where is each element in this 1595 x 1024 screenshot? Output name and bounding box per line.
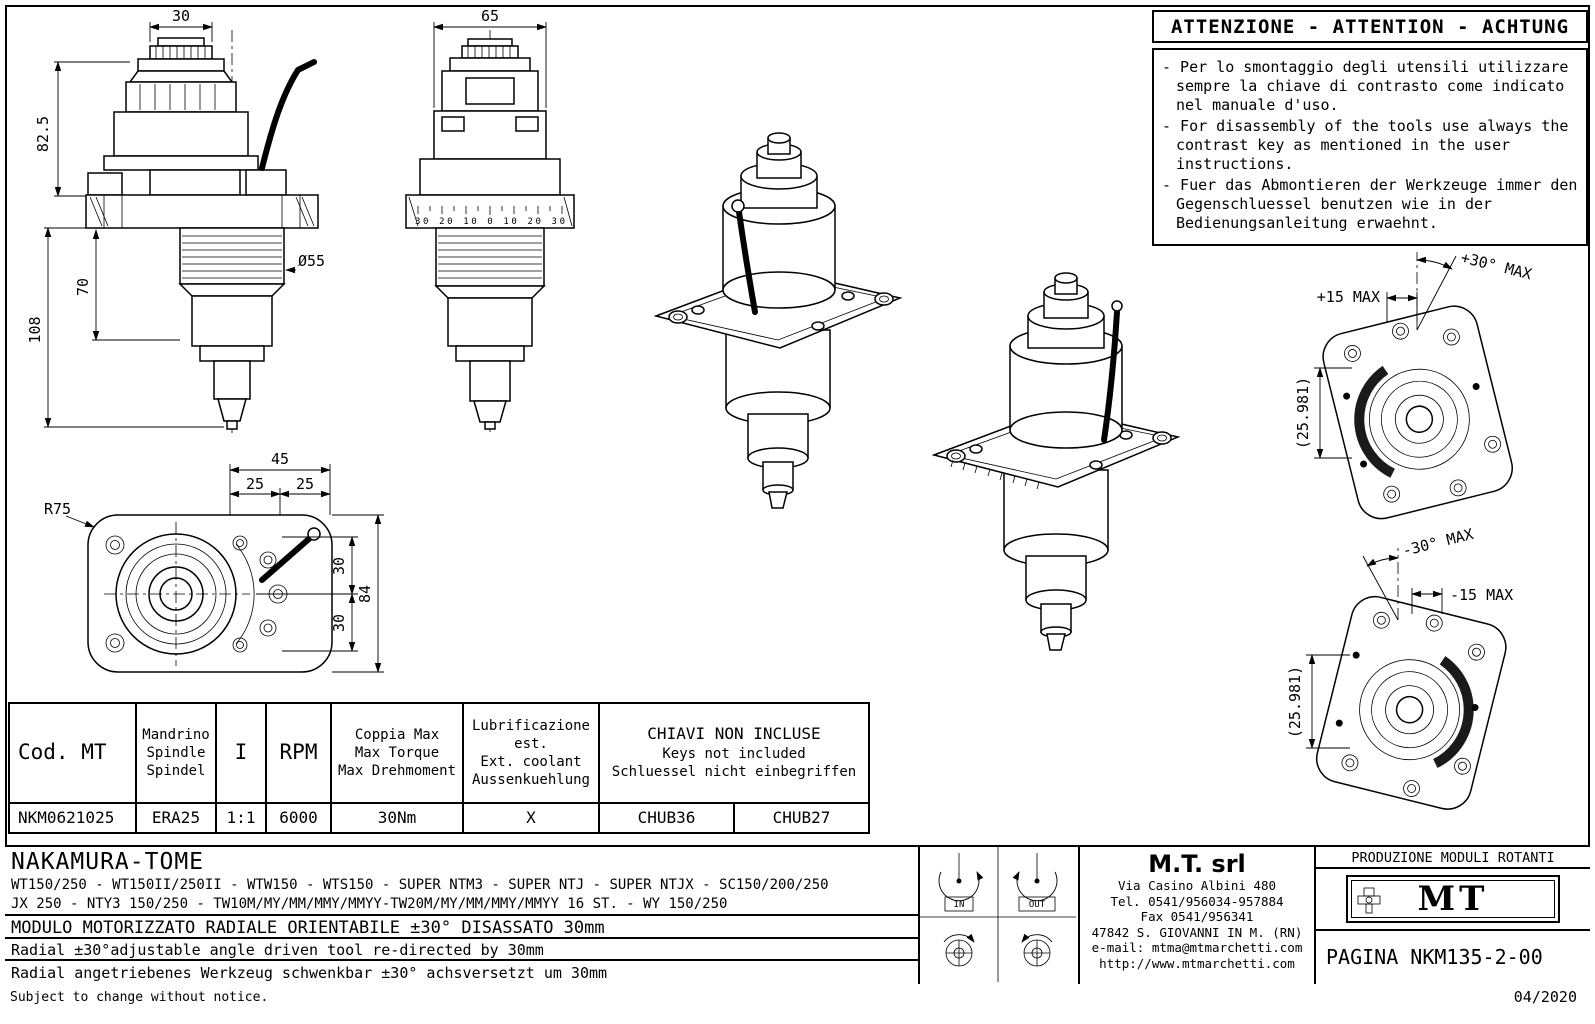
- company-city: 47842 S. GIOVANNI IN M. (RN): [1091, 924, 1303, 940]
- cell-torque: 30Nm: [330, 802, 464, 834]
- module-icon: [1357, 887, 1381, 914]
- swivel-plus-view: +30° MAX +15 MAX (25.981): [1294, 248, 1533, 520]
- description-english: Radial ±30°adjustable angle driven tool …: [5, 939, 918, 961]
- description-italian: MODULO MOTORIZZATO RADIALE ORIENTABILE ±…: [5, 916, 918, 939]
- cell-key1: CHUB36: [598, 802, 735, 834]
- iso-view-1: [653, 132, 903, 509]
- mt-logo-inner-border: [1351, 880, 1555, 918]
- col-header-coolant: Lubrificazione est. Ext. coolant Aussenk…: [462, 702, 600, 804]
- company-address: Via Casino Albini 480: [1117, 878, 1277, 893]
- attention-note-de: - Fuer das Abmontieren der Werkzeuge imm…: [1162, 176, 1578, 232]
- footer-date: 04/2020: [1513, 988, 1577, 1006]
- col-header-cod: Cod. MT: [8, 702, 137, 804]
- attention-box: ATTENZIONE - ATTENTION - ACHTUNG - Per l…: [1152, 10, 1588, 246]
- cell-coolant: X: [462, 802, 600, 834]
- attention-body: - Per lo smontaggio degli utensili utili…: [1152, 48, 1588, 246]
- col-header-torque: Coppia Max Max Torque Max Drehmoment: [330, 702, 464, 804]
- title-block-left: NAKAMURA-TOME WT150/250 - WT150II/250II …: [5, 847, 920, 984]
- col-header-rpm: RPM: [265, 702, 332, 804]
- dim-top-height-total: 84: [356, 585, 374, 603]
- swivel-scale-labels: 30 20 10 0 10 20 30: [415, 217, 565, 227]
- company-fax: Fax 0541/956341: [1140, 909, 1254, 924]
- clamp-lever-top: [259, 535, 313, 583]
- company-name: M.T. srl: [1148, 850, 1246, 878]
- dim-front-height-lower: 108: [26, 316, 44, 343]
- rotation-direction-box: IN OUT: [920, 847, 1080, 984]
- iso-view-2: [931, 272, 1181, 651]
- col-header-spindle: Mandrino Spindle Spindel: [135, 702, 217, 804]
- coolant-pipe: [736, 209, 758, 315]
- handle-rod: [1101, 309, 1120, 443]
- company-email: e-mail: mtma@mtmarchetti.com: [1091, 940, 1303, 955]
- description-german: Radial angetriebenes Werkzeug schwenkbar…: [11, 964, 608, 982]
- cell-ratio: 1:1: [215, 802, 267, 834]
- dim-top-height-upper: 30: [330, 557, 348, 575]
- production-header: PRODUZIONE MODULI ROTANTI: [1316, 847, 1590, 869]
- company-website: http://www.mtmarchetti.com: [1099, 955, 1295, 971]
- title-block: NAKAMURA-TOME WT150/250 - WT150II/250II …: [5, 845, 1590, 984]
- dim-top-radius: R75: [44, 500, 71, 518]
- dim-front-height-upper: 82.5: [34, 116, 52, 152]
- cell-key2: CHUB27: [733, 802, 870, 834]
- production-block: PRODUZIONE MODULI ROTANTI MT PAGINA NKM1…: [1316, 847, 1590, 984]
- page-number: PAGINA NKM135-2-00: [1326, 945, 1543, 969]
- company-phone: Tel. 0541/956034-957884: [1110, 893, 1284, 909]
- clamp-lever: [259, 59, 317, 171]
- dim-swivel-plus-offset: +15 MAX: [1317, 288, 1380, 306]
- tool-rotation-pictogram-out: [1021, 933, 1053, 967]
- logo-row: MT: [1316, 869, 1590, 931]
- footer-change-notice: Subject to change without notice.: [10, 990, 269, 1005]
- front-view: 30 82.5 70 108 Ø55: [26, 7, 325, 436]
- top-view: 45 25 25 R75 30 30 84: [44, 450, 384, 673]
- side-view: 30 20 10 0 10 20 30 65: [405, 7, 575, 432]
- machine-list-line1: WT150/250 - WT150II/250II - WTW150 - WTS…: [11, 877, 829, 893]
- spec-table: Cod. MT Mandrino Spindle Spindel I RPM C…: [8, 702, 870, 834]
- col-header-ratio: I: [215, 702, 267, 804]
- cell-cod: NKM0621025: [8, 802, 137, 834]
- machine-list-line2: JX 250 - NTY3 150/250 - TW10M/MY/MM/MMY/…: [11, 896, 728, 912]
- dim-swivel-plus-depth: (25.981): [1294, 377, 1312, 449]
- dim-front-height-mid: 70: [74, 278, 92, 296]
- attention-note-it: - Per lo smontaggio degli utensili utili…: [1162, 58, 1569, 114]
- company-block: M.T. srl Via Casino Albini 480 Tel. 0541…: [1080, 847, 1316, 984]
- attention-title: ATTENZIONE - ATTENTION - ACHTUNG: [1152, 10, 1588, 43]
- dim-swivel-minus-depth: (25.981): [1286, 666, 1304, 738]
- tool-rotation-pictogram-in: [943, 933, 975, 967]
- dim-swivel-plus-angle: +30° MAX: [1459, 248, 1533, 283]
- dim-top-width-right: 25: [296, 475, 314, 493]
- dim-swivel-minus-offset: -15 MAX: [1450, 586, 1513, 604]
- customer-brand: NAKAMURA-TOME: [11, 849, 205, 875]
- machine-compatibility-list: WT150/250 - WT150II/250II - WTW150 - WTS…: [5, 875, 918, 916]
- attention-note-en: - For disassembly of the tools use alway…: [1162, 117, 1569, 173]
- mt-logo: MT: [1346, 875, 1560, 923]
- cell-spindle: ERA25: [135, 802, 217, 834]
- mt-logo-text: MT: [1417, 879, 1489, 919]
- swivel-graduation-ticks: [950, 459, 1040, 490]
- col-header-keys: CHIAVI NON INCLUSE Keys not included Sch…: [598, 702, 870, 804]
- dim-front-width: 30: [172, 7, 190, 25]
- dim-swivel-minus-angle: -30° MAX: [1401, 525, 1475, 560]
- rotation-diagram: IN OUT: [920, 847, 1076, 982]
- swivel-minus-view: -30° MAX -15 MAX (25.981): [1286, 525, 1513, 810]
- dim-top-height-lower: 30: [330, 614, 348, 632]
- rotation-in-label: IN: [954, 900, 965, 910]
- dim-front-diameter: Ø55: [298, 252, 325, 270]
- rotation-out-label: OUT: [1029, 900, 1046, 910]
- dim-side-width: 65: [481, 7, 499, 25]
- dim-top-width-total: 45: [271, 450, 289, 468]
- drawing-area: 30 82.5 70 108 Ø55: [26, 7, 1533, 810]
- cell-rpm: 6000: [265, 802, 332, 834]
- dim-top-width-left: 25: [246, 475, 264, 493]
